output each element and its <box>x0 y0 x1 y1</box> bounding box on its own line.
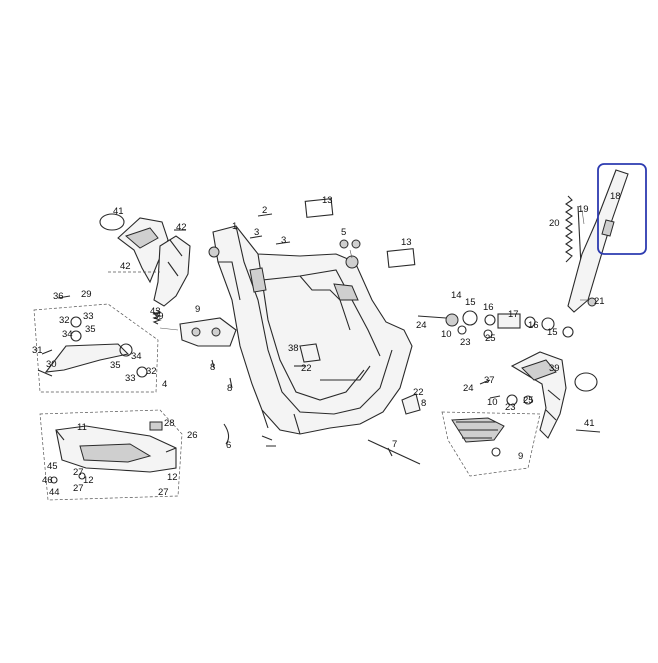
callout-16-left[interactable]: 16 <box>483 302 494 313</box>
callout-41-right[interactable]: 41 <box>584 418 595 429</box>
callout-18[interactable]: 18 <box>610 191 621 202</box>
callout-22-right[interactable]: 22 <box>413 387 424 398</box>
callout-10-lower[interactable]: 10 <box>487 397 498 408</box>
callout-23-lower[interactable]: 23 <box>505 402 516 413</box>
callout-25-center[interactable]: 25 <box>523 395 534 406</box>
callout-45[interactable]: 45 <box>47 461 58 472</box>
callout-12-left[interactable]: 12 <box>83 475 94 486</box>
callout-17[interactable]: 17 <box>508 309 519 320</box>
callout-46[interactable]: 46 <box>42 475 53 486</box>
callout-24-lower[interactable]: 24 <box>463 383 474 394</box>
callout-31[interactable]: 31 <box>32 345 43 356</box>
callout-28[interactable]: 28 <box>164 418 175 429</box>
callout-15-right[interactable]: 15 <box>547 327 558 338</box>
radiator-guard-right <box>510 351 601 439</box>
callout-34-upper[interactable]: 34 <box>62 329 73 340</box>
callout-11[interactable]: 11 <box>77 422 87 433</box>
callout-22-center[interactable]: 22 <box>301 363 312 374</box>
callout-24-upper[interactable]: 24 <box>416 320 427 331</box>
footpeg-shaft-group <box>417 310 574 339</box>
callout-5[interactable]: 5 <box>341 227 347 238</box>
callout-35-lower[interactable]: 35 <box>110 360 121 371</box>
callout-26[interactable]: 26 <box>187 430 198 441</box>
callout-39-right[interactable]: 39 <box>549 363 560 374</box>
callout-38[interactable]: 38 <box>288 343 299 354</box>
callout-25-upper[interactable]: 25 <box>485 333 496 344</box>
callout-6[interactable]: 6 <box>226 440 232 451</box>
callout-35-upper[interactable]: 35 <box>85 324 96 335</box>
callout-42-upper[interactable]: 42 <box>176 222 187 233</box>
callout-30[interactable]: 30 <box>46 359 57 370</box>
callout-3-upper[interactable]: 3 <box>254 227 260 238</box>
callout-4[interactable]: 4 <box>162 379 168 390</box>
callout-39-left[interactable]: 39 <box>153 311 164 322</box>
shift-lever-group <box>33 295 159 393</box>
highlight-box <box>597 163 647 255</box>
callout-1[interactable]: 1 <box>232 221 238 232</box>
callout-20[interactable]: 20 <box>549 218 560 229</box>
callout-32-upper[interactable]: 32 <box>59 315 70 326</box>
callout-2[interactable]: 2 <box>262 205 268 216</box>
pedal-bracket <box>152 309 237 445</box>
callout-8-left[interactable]: 8 <box>210 362 216 373</box>
callout-27-upper[interactable]: 27 <box>73 467 84 478</box>
callout-37[interactable]: 37 <box>484 375 495 386</box>
callout-32-lower[interactable]: 32 <box>146 366 157 377</box>
callout-3-lower[interactable]: 3 <box>281 235 287 246</box>
callout-7[interactable]: 7 <box>392 439 398 450</box>
callout-42-lower[interactable]: 42 <box>120 261 131 272</box>
callout-21[interactable]: 21 <box>594 296 605 307</box>
callout-33-upper[interactable]: 33 <box>83 311 94 322</box>
callout-27-lower-left[interactable]: 27 <box>73 483 84 494</box>
callout-10[interactable]: 10 <box>441 329 452 340</box>
callout-43[interactable]: 43 <box>150 306 161 317</box>
main-frame <box>208 225 413 435</box>
callout-9-left[interactable]: 9 <box>195 304 201 315</box>
callout-36[interactable]: 36 <box>53 291 64 302</box>
callout-29[interactable]: 29 <box>81 289 92 300</box>
radiator-guard-left <box>99 213 191 307</box>
callout-13-right[interactable]: 13 <box>401 237 412 248</box>
callout-16-right[interactable]: 16 <box>528 320 539 331</box>
callout-27-lower-right[interactable]: 27 <box>158 487 169 498</box>
callout-13-upper[interactable]: 13 <box>322 195 333 206</box>
callout-41-left[interactable]: 41 <box>113 206 124 217</box>
callout-44[interactable]: 44 <box>49 487 60 498</box>
skid-plate-group <box>39 409 183 501</box>
footpeg-group <box>401 379 541 477</box>
callout-8-center[interactable]: 8 <box>227 383 233 394</box>
callout-33-lower[interactable]: 33 <box>125 373 136 384</box>
callout-12-right[interactable]: 12 <box>167 472 178 483</box>
callout-15[interactable]: 15 <box>465 297 476 308</box>
center-hardware <box>249 198 421 465</box>
callout-34-lower[interactable]: 34 <box>131 351 142 362</box>
callout-19[interactable]: 19 <box>578 204 589 215</box>
callout-9-right[interactable]: 9 <box>518 451 524 462</box>
callout-14[interactable]: 14 <box>451 290 462 301</box>
callout-23-upper[interactable]: 23 <box>460 337 471 348</box>
callout-8-right[interactable]: 8 <box>421 398 427 409</box>
leader-lines <box>159 209 588 331</box>
